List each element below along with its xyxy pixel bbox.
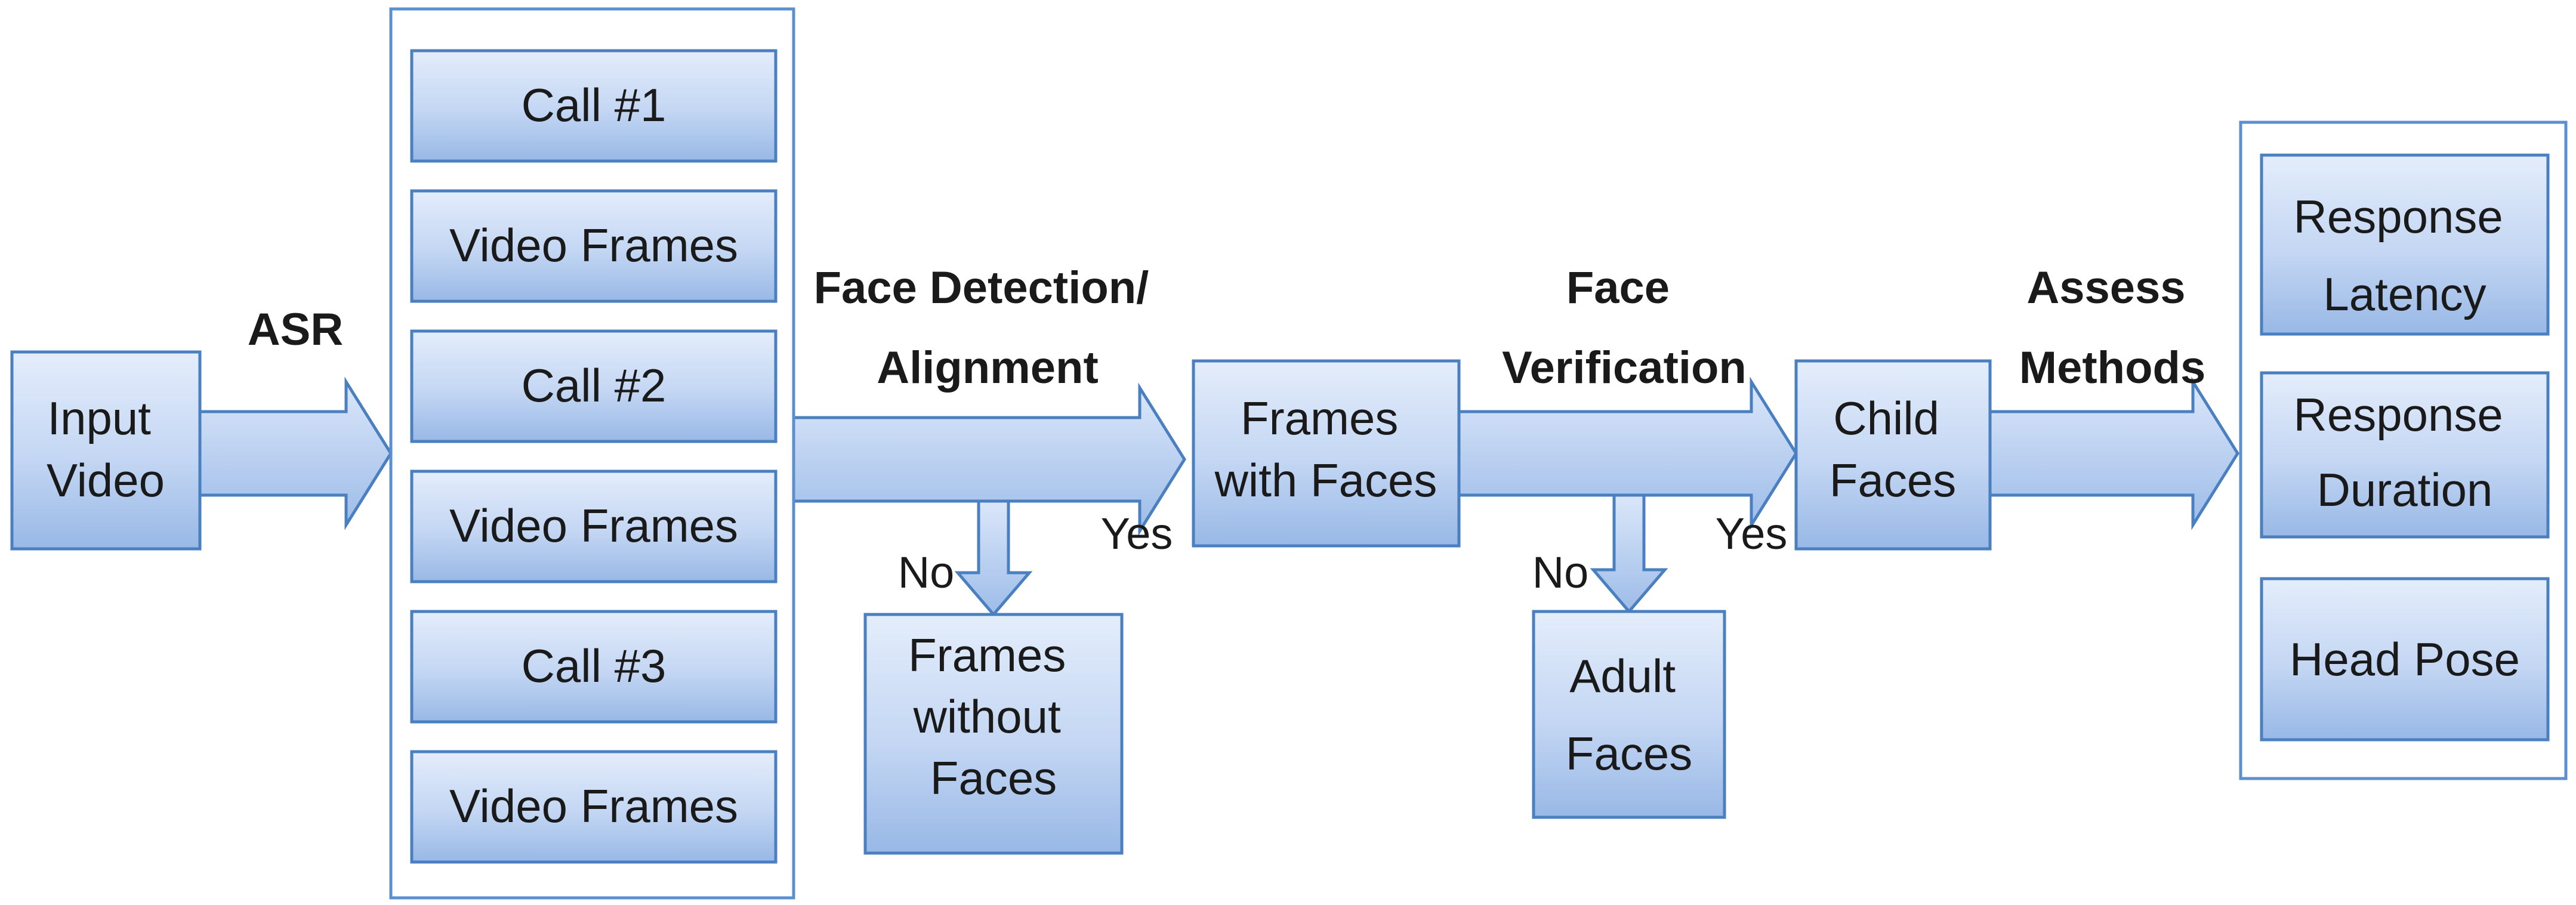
response-latency-label-line2: Latency [2323,268,2486,320]
input-video-box [10,350,202,551]
face-verification-label-line2: Verification [1502,342,1747,393]
svg-text:Response Latency: Response Latency [2294,190,2516,320]
face-verification-arrow [1457,376,1798,530]
child-faces-label-line1: Child [1833,392,1939,444]
svg-text:Frames with Faces: Frames with Faces [1214,392,1437,506]
assess-methods-label-line1: Assess [2026,262,2185,313]
adult-faces-label-line2: Faces [1566,727,1692,780]
response-duration-label-line1: Response [2294,388,2503,441]
response-duration-label-line2: Duration [2317,464,2493,516]
input-video-label-line2: Video [47,454,165,506]
frames-with-faces-label-line2: with Faces [1214,454,1437,506]
call-1-frames-label: Video Frames [449,219,738,271]
frames-with-faces-label-line1: Frames [1241,392,1398,444]
call-2-box [410,329,778,443]
head-pose-box [2260,577,2550,742]
face-detection-no-arrow [954,499,1033,617]
adult-faces-box [1532,610,1726,819]
face-verification-no-label: No [1532,548,1589,597]
head-pose-label: Head Pose [2290,633,2520,685]
child-faces-box [1794,359,1992,551]
asr-arrow [198,376,393,530]
call-3-box [410,610,778,724]
response-latency-label-line1: Response [2294,190,2503,243]
assess-methods-label-line2: Methods [2019,342,2205,393]
adult-faces-label-line1: Adult [1569,650,1676,702]
frames-without-faces-label-line2: without [913,690,1061,743]
svg-text:Adult Faces: Adult Faces [1566,650,1692,780]
call-3-frames-label: Video Frames [449,780,738,832]
svg-text:Frames without Faces: Frames without Faces [908,629,1079,804]
response-latency-box [2260,153,2550,336]
face-verification-label-line1: Face [1566,262,1670,313]
face-detection-arrow [792,382,1186,536]
call-2-frames-box [410,470,778,583]
face-verification-no-arrow [1590,493,1668,614]
call-2-frames-label: Video Frames [449,499,738,552]
svg-text:Face Verification: Face Verification [1502,262,1747,393]
call-1-label: Call #1 [522,79,667,131]
call-3-label: Call #3 [522,640,667,692]
frames-without-faces-label-line1: Frames [908,629,1066,681]
frames-without-faces-box [863,613,1124,855]
calls-container [389,7,795,900]
response-duration-box [2260,371,2550,539]
input-video-label-line1: Input [47,392,151,444]
methods-container [2239,121,2568,780]
call-1-frames-box [410,189,778,303]
asr-label: ASR [248,304,343,355]
child-faces-label-line2: Faces [1830,454,1956,506]
face-detection-label-line2: Alignment [877,342,1099,393]
call-3-frames-box [410,750,778,864]
call-1-box [410,49,778,163]
frames-without-faces-label-line3: Faces [930,752,1057,804]
assess-methods-arrow [1988,376,2239,530]
call-2-label: Call #2 [522,359,667,412]
svg-text:Assess Methods: Assess Methods [2019,262,2205,393]
svg-text:Response Duration: Response Duration [2294,388,2516,516]
face-detection-no-label: No [898,548,955,597]
face-verification-yes-label: Yes [1716,509,1788,558]
svg-text:Face Detection/ Alignment: Face Detection/ Alignment [814,262,1162,393]
svg-text:Input Video: Input Video [47,392,165,506]
svg-text:Child Faces: Child Faces [1830,392,1956,506]
frames-with-faces-box [1192,359,1461,548]
face-detection-yes-label: Yes [1101,509,1173,558]
face-detection-label-line1: Face Detection/ [814,262,1149,313]
